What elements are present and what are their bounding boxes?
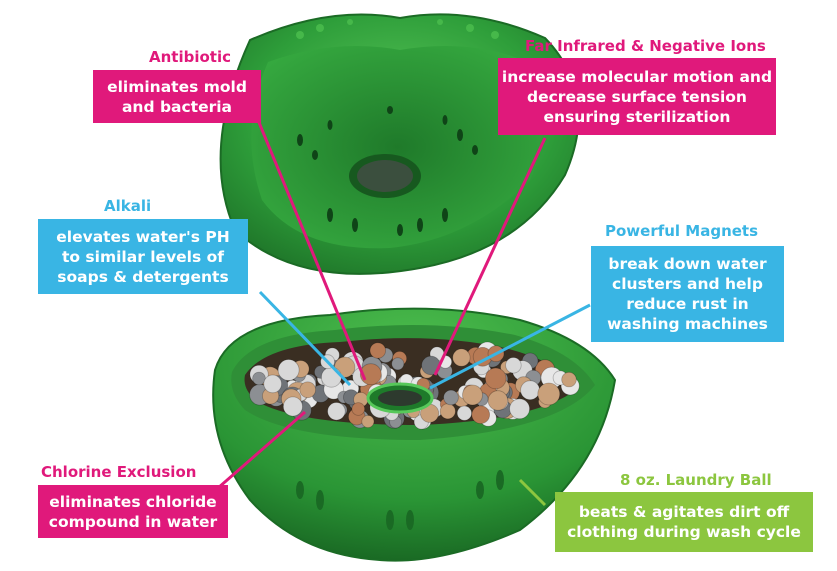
mineral-bead (299, 381, 317, 399)
mineral-bead (509, 398, 530, 420)
mineral-bead (561, 371, 577, 388)
mineral-bead (391, 357, 405, 371)
lid (219, 13, 580, 275)
mineral-bead (327, 402, 346, 421)
laundry-ball-title: 8 oz. Laundry Ball (620, 471, 772, 489)
mineral-bead (361, 414, 375, 428)
mineral-bead (471, 405, 491, 425)
mineral-bead (443, 389, 459, 406)
mineral-bead (252, 371, 266, 386)
mineral-bead (439, 403, 456, 420)
alkali-box: elevates water's PH to similar levels of… (38, 219, 248, 294)
chlorine-box: eliminates chloride compound in water (38, 485, 228, 538)
antibiotic-title: Antibiotic (149, 48, 231, 66)
mineral-bead (520, 380, 540, 401)
pointer-lines (209, 119, 591, 507)
mineral-bead (282, 396, 303, 417)
mineral-bead (277, 359, 300, 381)
mineral-bead (320, 366, 342, 388)
mineral-bead (452, 348, 471, 367)
cup (212, 307, 617, 562)
far-infrared-title: Far Infrared & Negative Ions (525, 37, 766, 55)
mineral-bead (487, 390, 509, 411)
mineral-bead (537, 382, 561, 406)
mineral-bead (462, 384, 483, 406)
magnets-box: break down water clusters and help reduc… (591, 246, 784, 342)
chlorine-title: Chlorine Exclusion (41, 463, 197, 481)
mineral-bead (456, 405, 472, 421)
antibiotic-box: eliminates mold and bacteria (93, 70, 261, 123)
laundry-ball-box: beats & agitates dirt off clothing durin… (555, 492, 813, 552)
mineral-bead (505, 357, 522, 374)
magnets-title: Powerful Magnets (605, 222, 759, 240)
alkali-title: Alkali (104, 197, 152, 215)
mineral-bead (369, 342, 387, 359)
far-infrared-box: increase molecular motion and decrease s… (498, 58, 776, 135)
mineral-beads (249, 341, 580, 430)
mineral-bead (484, 367, 507, 390)
mineral-bead (263, 374, 283, 394)
mineral-bead (351, 402, 366, 416)
